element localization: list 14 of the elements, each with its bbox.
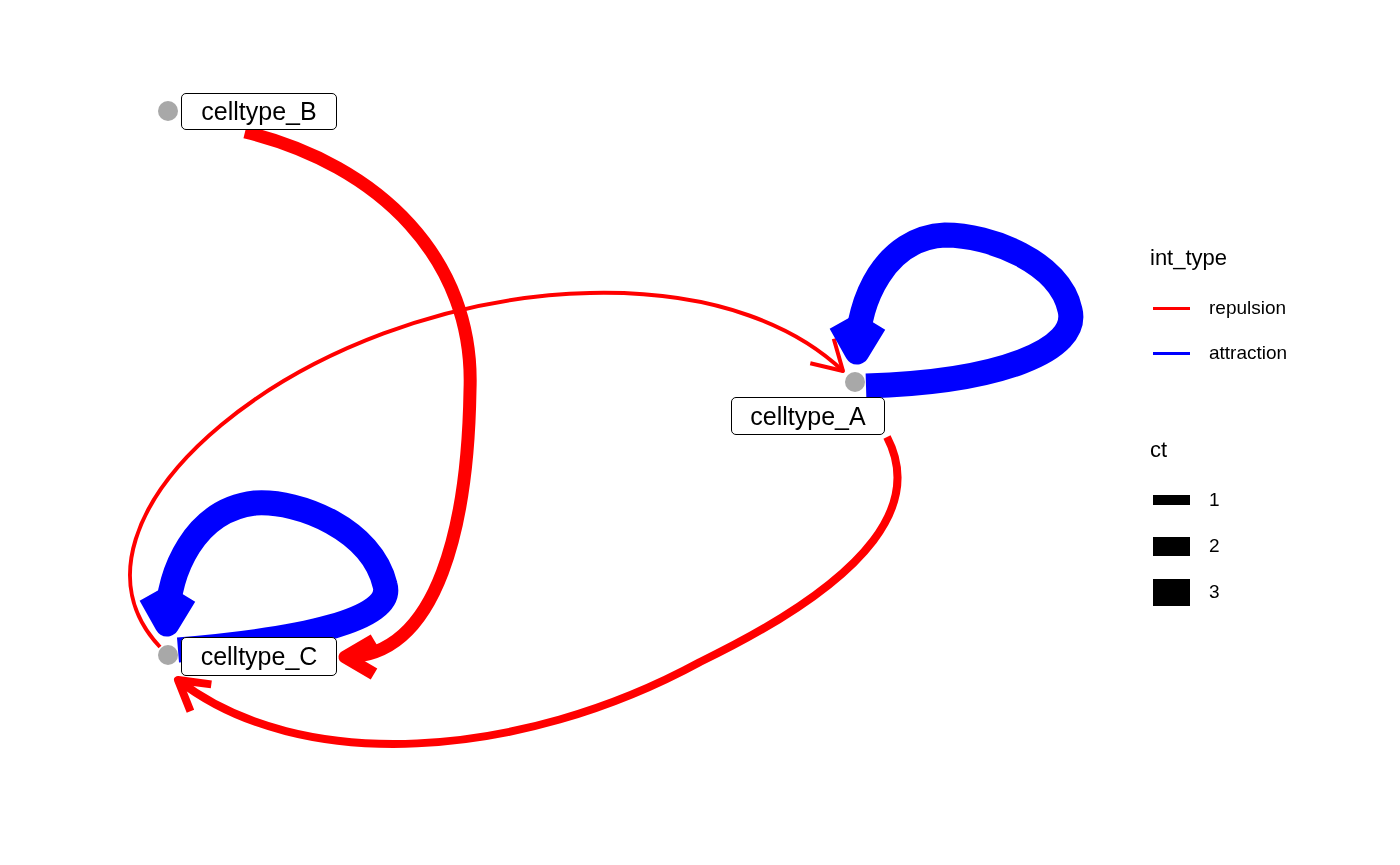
node-label: celltype_C bbox=[181, 637, 337, 676]
legend-label: 3 bbox=[1209, 582, 1220, 601]
legend-title: int_type bbox=[1150, 247, 1228, 269]
legend-label: 2 bbox=[1209, 536, 1220, 555]
curved-arrow bbox=[174, 435, 902, 748]
loop-arrow bbox=[139, 490, 398, 663]
legend-label: attraction bbox=[1209, 343, 1288, 362]
legend-label: repulsion bbox=[1209, 298, 1287, 317]
loop-arrow bbox=[829, 222, 1084, 399]
legend-label: 1 bbox=[1209, 490, 1220, 509]
node-label: celltype_A bbox=[731, 397, 885, 435]
legend-title: ct bbox=[1150, 439, 1168, 461]
node-label: celltype_B bbox=[181, 93, 337, 130]
curved-arrow bbox=[128, 291, 845, 649]
